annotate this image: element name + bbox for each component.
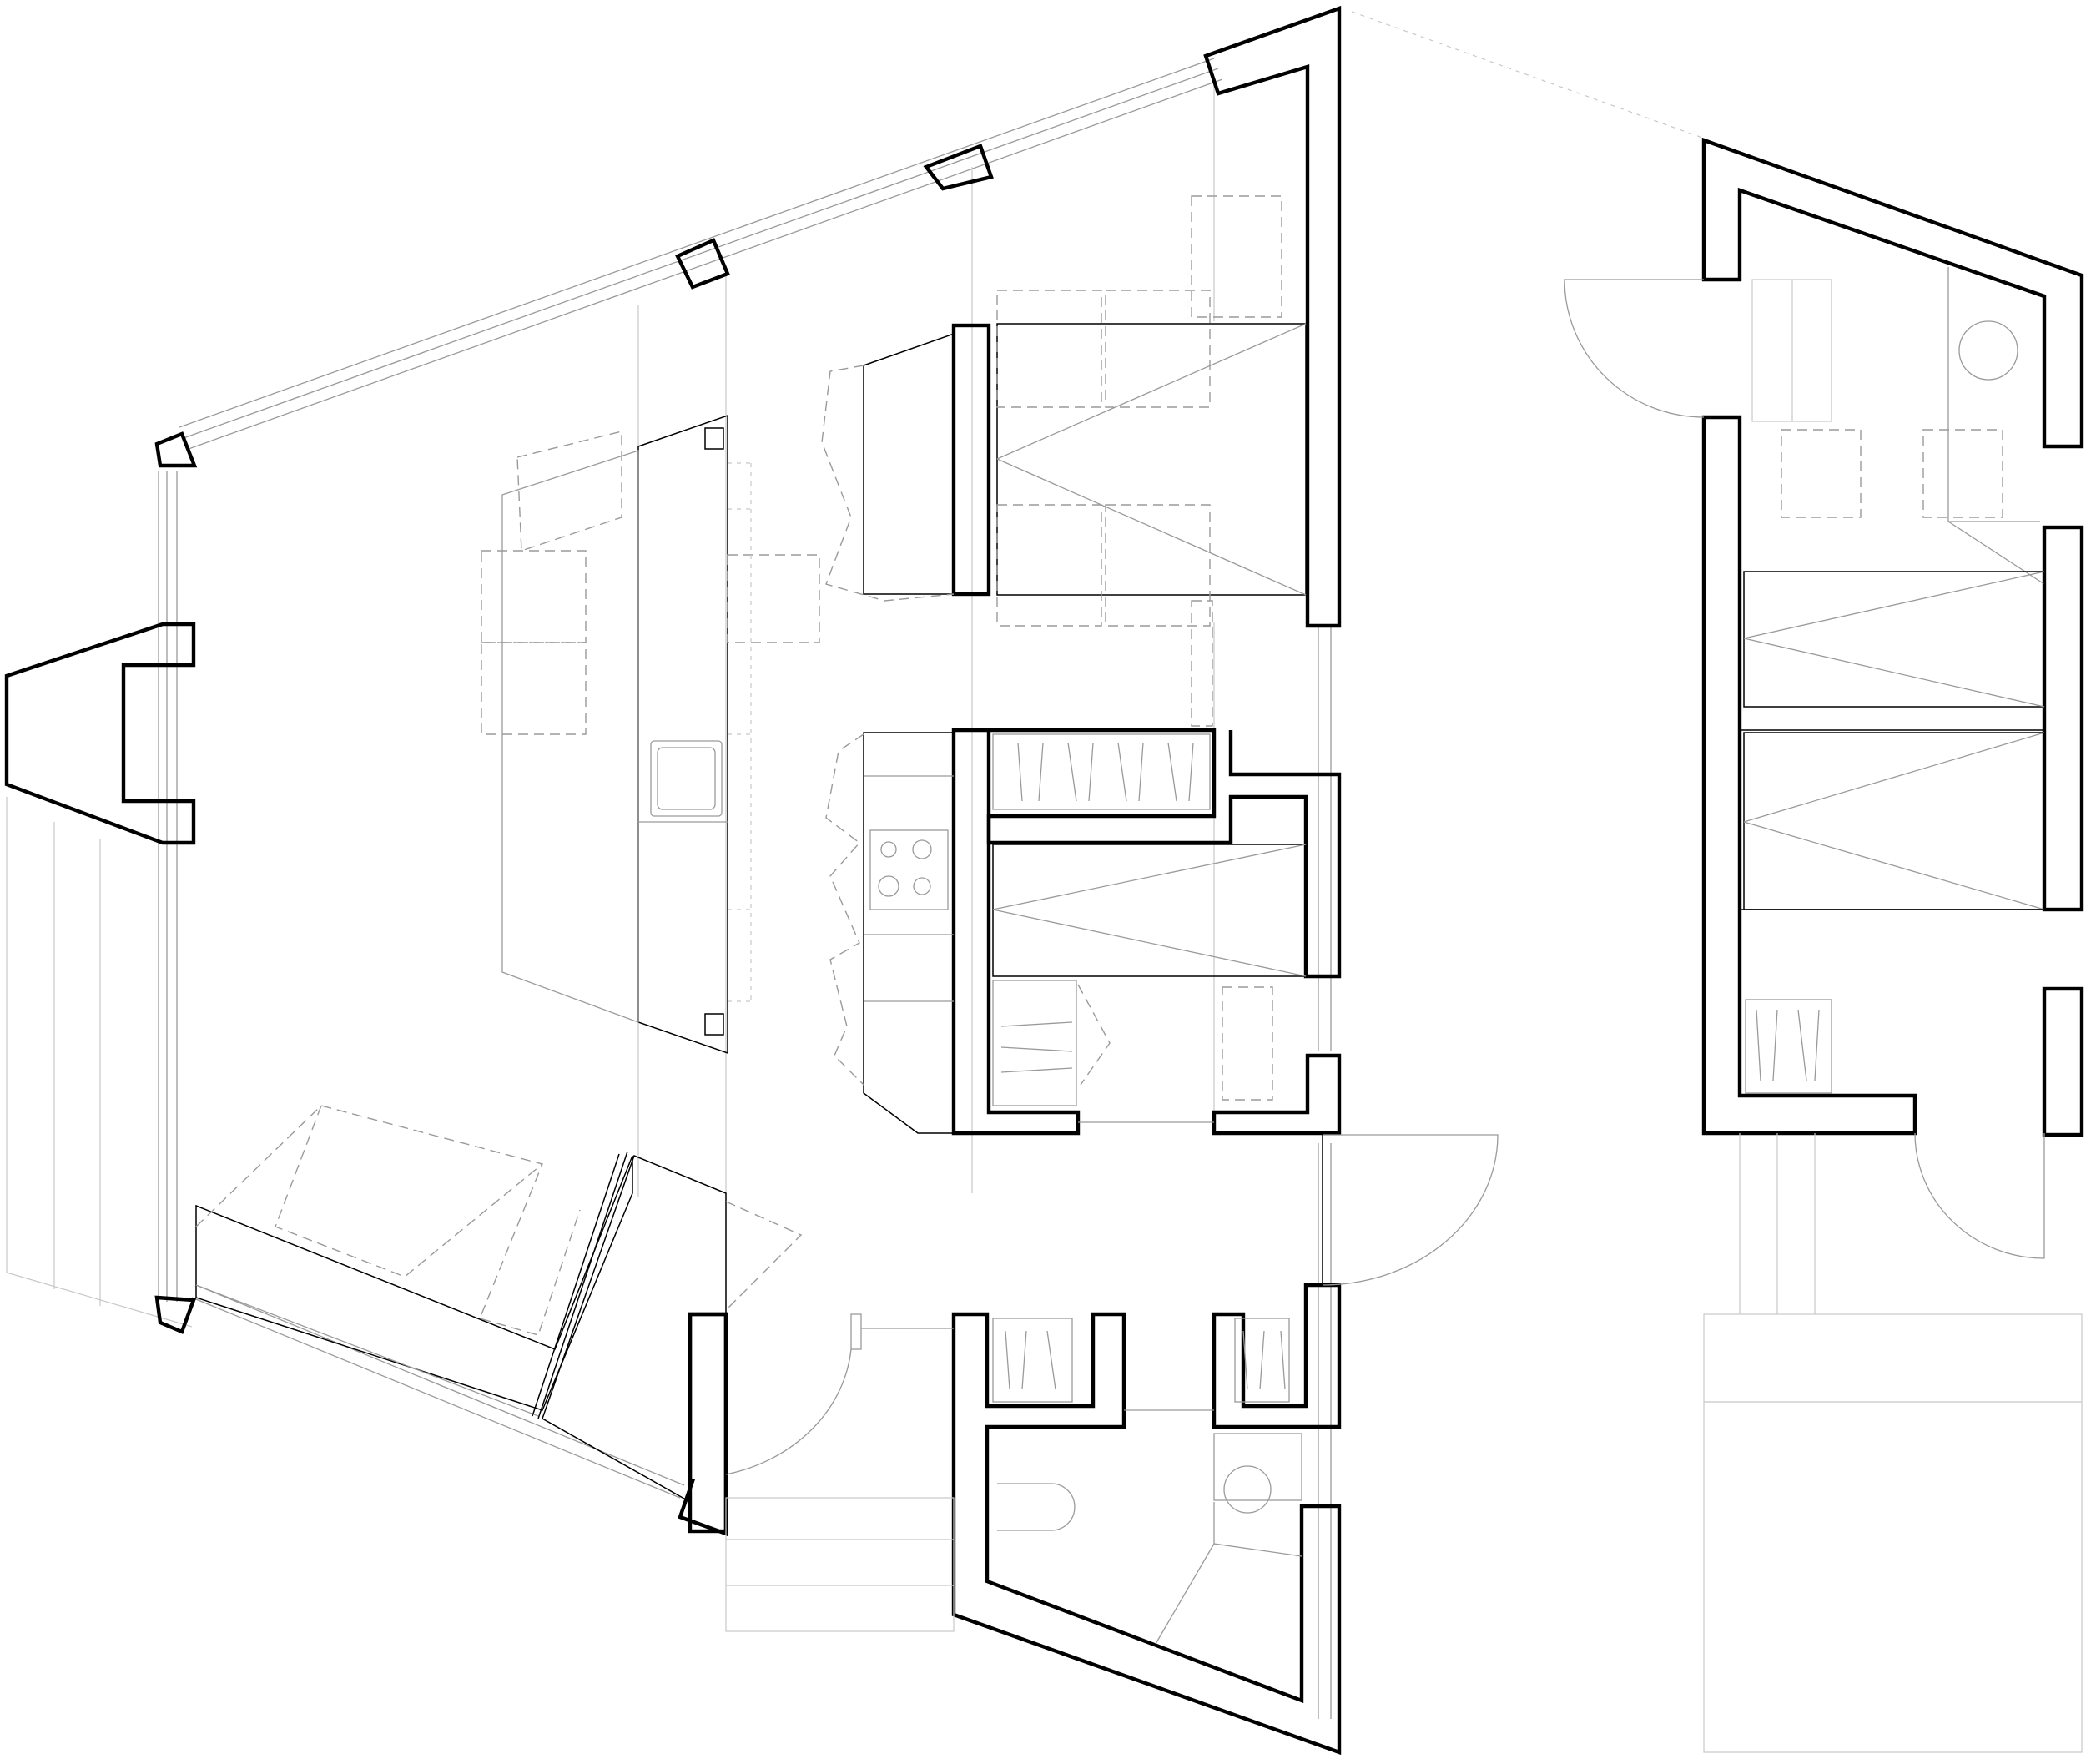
- guide-lines: [6, 11, 1703, 1328]
- bedroom-partition: [951, 323, 991, 597]
- basin-icon: [1223, 1465, 1272, 1514]
- stair-icon: [1751, 279, 1832, 422]
- bedroom: [821, 195, 1307, 727]
- basin-icon: [1958, 320, 2018, 381]
- main-unit: [4, 5, 1703, 1756]
- facade-columns: [154, 144, 994, 1334]
- side-bathroom: [1947, 267, 2045, 585]
- bathroom: [992, 1318, 1302, 1645]
- column-3: [923, 144, 994, 191]
- chair-icon: [1922, 429, 2003, 518]
- south-interior-wall: [688, 1312, 728, 1534]
- stove-hob-icon: [869, 829, 949, 910]
- bed-icon: [1743, 732, 2045, 910]
- walls: [4, 5, 1342, 1756]
- door-swing-icon: [1914, 1132, 2045, 1259]
- side-unit: [1564, 137, 2084, 1753]
- east-wall-mid: [1212, 1053, 1342, 1136]
- side-terrace: [1703, 1133, 2083, 1753]
- window-glazing-top: [158, 58, 1332, 1719]
- side-beds: [1740, 571, 2045, 910]
- side-unit-east-wall-b: [2042, 986, 2084, 1137]
- chair-icon: [481, 642, 587, 735]
- side-unit-east-wall-a: [2042, 525, 2084, 912]
- chair-icon: [727, 554, 820, 643]
- chair-icon: [516, 431, 622, 552]
- terrace-door: [725, 1313, 955, 1632]
- column-4: [154, 1295, 197, 1334]
- west-bay-wall: [4, 622, 196, 845]
- chair-icon: [1781, 429, 1862, 518]
- wardrobe-surround: [986, 728, 1342, 979]
- side-unit-west-wall: [1701, 415, 1917, 1136]
- column-1: [154, 431, 198, 468]
- living-sofa: [195, 1105, 803, 1504]
- bathroom-wall: [951, 1312, 1342, 1756]
- column-2: [675, 238, 730, 290]
- kitchen-island: [501, 414, 728, 1055]
- chair-icon: [481, 550, 587, 643]
- bed-icon: [996, 323, 1307, 596]
- toilet-icon: [997, 1483, 1076, 1531]
- door-swing-icon: [1564, 279, 1705, 418]
- side-unit-north-wall: [1701, 137, 2084, 449]
- entry-door: [1322, 1134, 1499, 1286]
- bed-icon: [1743, 571, 2045, 708]
- north-east-wall: [1203, 5, 1342, 628]
- kitchen-counter: [825, 732, 955, 1134]
- door-swing-icon: [1322, 1134, 1499, 1286]
- dining-chairs: [481, 431, 820, 1002]
- bathroom-east-wall: [1212, 1283, 1342, 1429]
- sink-icon: [650, 740, 723, 817]
- stair-icon: [725, 1497, 955, 1632]
- wardrobes: [992, 733, 1307, 1123]
- door-swing-icon: [725, 1348, 852, 1475]
